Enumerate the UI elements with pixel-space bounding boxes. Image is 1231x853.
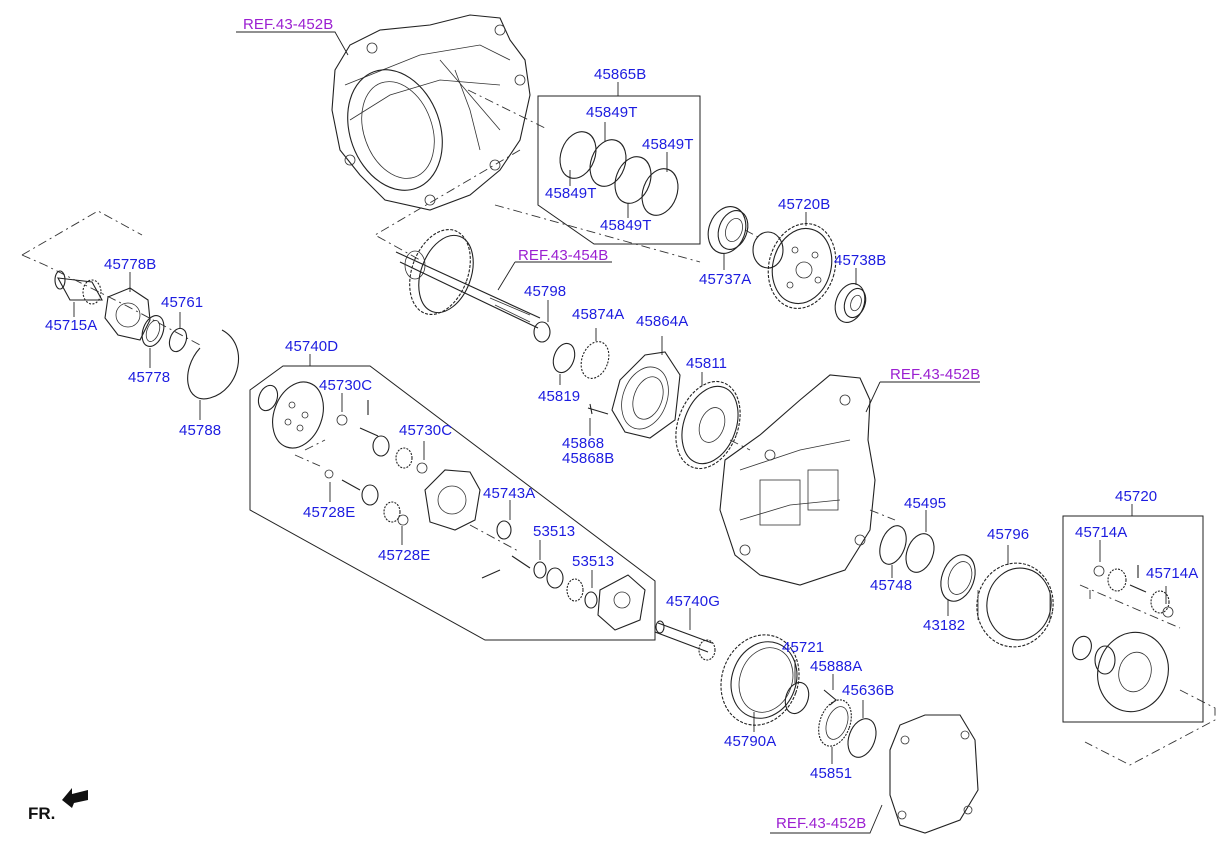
transaxle-case-mid <box>719 374 876 586</box>
part-label-45778[interactable]: 45778 <box>128 369 171 386</box>
part-label-45748[interactable]: 45748 <box>870 577 913 594</box>
planetary-carrier-box <box>249 365 656 641</box>
transaxle-case-top <box>331 14 531 211</box>
part-label-45790a[interactable]: 45790A <box>724 733 777 750</box>
carrier-45740d <box>424 469 481 531</box>
shaft-45715a <box>54 270 103 305</box>
ring-gear-45790a <box>720 634 800 726</box>
part-label-45849t-1[interactable]: 45849T <box>586 104 638 121</box>
carrier-plate-rear <box>597 574 646 631</box>
gear-45720b <box>752 223 837 309</box>
part-label-45865b[interactable]: 45865B <box>594 66 647 83</box>
part-label-45720[interactable]: 45720 <box>1115 488 1158 505</box>
part-label-45730c-1[interactable]: 45730C <box>319 377 373 394</box>
part-label-45720b[interactable]: 45720B <box>778 196 831 213</box>
ref-label-input-shaft[interactable]: REF.43-454B <box>518 247 609 264</box>
part-label-43182[interactable]: 43182 <box>923 617 966 634</box>
part-label-45868[interactable]: 45868 <box>562 435 605 452</box>
part-label-45738b[interactable]: 45738B <box>834 252 887 269</box>
snap-ring-set-box <box>537 95 701 245</box>
part-label-45721[interactable]: 45721 <box>782 639 825 656</box>
differential-box <box>1062 515 1204 723</box>
part-label-53513-1[interactable]: 53513 <box>533 523 576 540</box>
part-label-45851[interactable]: 45851 <box>810 765 853 782</box>
part-label-45730c-2[interactable]: 45730C <box>399 422 453 439</box>
bearing-45737a <box>707 206 749 254</box>
part-label-53513-2[interactable]: 53513 <box>572 553 615 570</box>
part-label-45788[interactable]: 45788 <box>179 422 222 439</box>
part-label-45849t-3[interactable]: 45849T <box>545 185 597 202</box>
part-label-45761[interactable]: 45761 <box>161 294 204 311</box>
part-label-45740g[interactable]: 45740G <box>666 593 720 610</box>
front-arrow-icon <box>62 788 88 808</box>
ref-label-transaxle-case-top[interactable]: REF.43-452B <box>243 16 334 33</box>
part-label-45728e-1[interactable]: 45728E <box>303 504 356 521</box>
part-label-45798[interactable]: 45798 <box>524 283 567 300</box>
cover-45864a <box>611 351 681 439</box>
part-label-45636b[interactable]: 45636B <box>842 682 895 699</box>
ref-label-side-cover[interactable]: REF.43-452B <box>776 815 867 832</box>
part-label-45728e-2[interactable]: 45728E <box>378 547 431 564</box>
side-cover <box>889 714 979 834</box>
shaft-45740g <box>654 620 716 661</box>
part-label-45874a[interactable]: 45874A <box>572 306 625 323</box>
gear-45811 <box>675 380 741 470</box>
part-label-45740d[interactable]: 45740D <box>285 338 339 355</box>
carrier-plate <box>272 381 324 449</box>
part-label-45864a[interactable]: 45864A <box>636 313 689 330</box>
part-label-45714a-2[interactable]: 45714A <box>1146 565 1199 582</box>
part-label-45849t-4[interactable]: 45849T <box>600 217 652 234</box>
part-label-45778b[interactable]: 45778B <box>104 256 157 273</box>
part-label-45819[interactable]: 45819 <box>538 388 581 405</box>
cover-45778b <box>104 287 151 341</box>
part-label-45849t-2[interactable]: 45849T <box>642 136 694 153</box>
part-label-45888a[interactable]: 45888A <box>810 658 863 675</box>
front-direction-label: FR. <box>28 804 56 823</box>
part-label-45743a[interactable]: 45743A <box>483 485 536 502</box>
ref-label-transaxle-case-mid[interactable]: REF.43-452B <box>890 366 981 383</box>
ring-gear-45796 <box>976 562 1054 648</box>
part-label-45796[interactable]: 45796 <box>987 526 1030 543</box>
part-label-45811[interactable]: 45811 <box>686 355 728 372</box>
differential-case <box>1094 631 1169 713</box>
input-shaft <box>395 229 541 329</box>
part-label-45868b[interactable]: 45868B <box>562 450 615 467</box>
part-label-45714a-1[interactable]: 45714A <box>1075 524 1128 541</box>
part-label-45737a[interactable]: 45737A <box>699 271 752 288</box>
part-label-45715a[interactable]: 45715A <box>45 317 98 334</box>
part-label-45495[interactable]: 45495 <box>904 495 947 512</box>
bearing-45738b <box>834 283 867 323</box>
retainer-43182 <box>940 554 976 602</box>
